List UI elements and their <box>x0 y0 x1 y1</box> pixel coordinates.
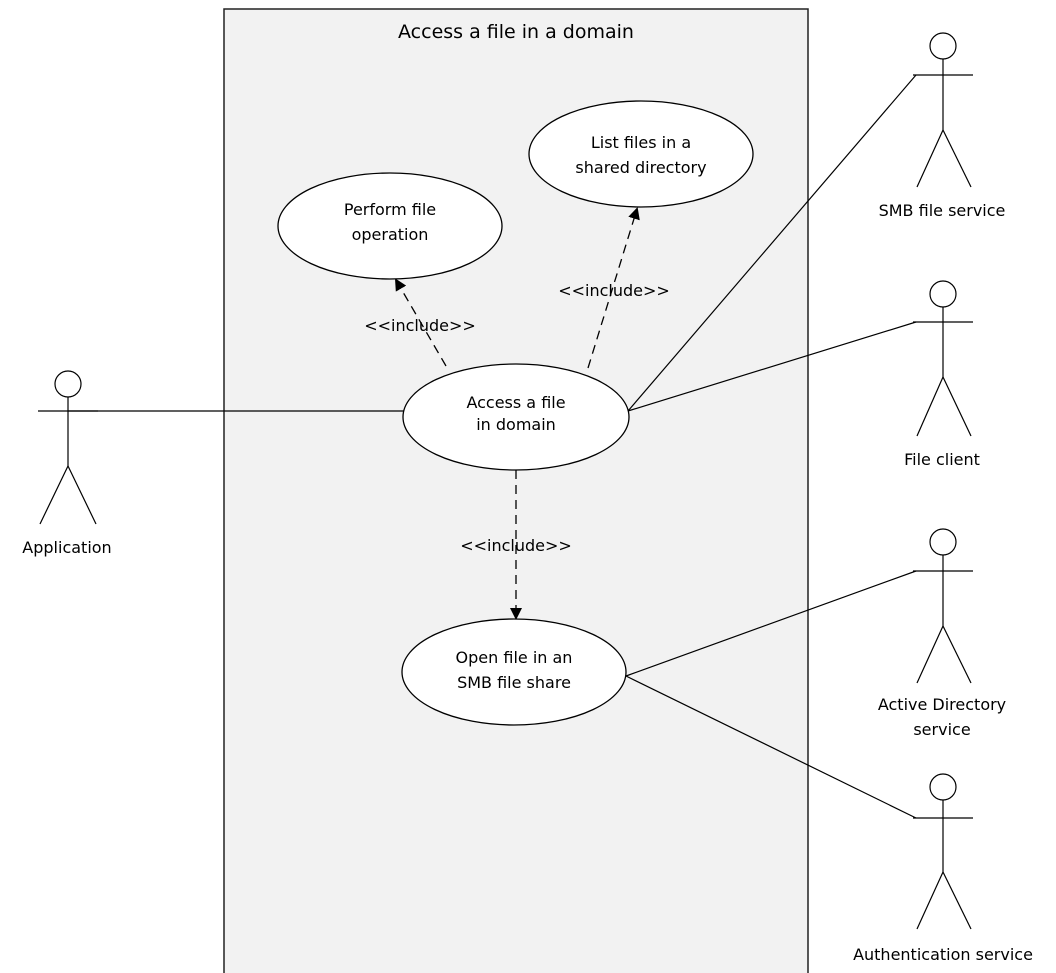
use-case-list-files-line2: shared directory <box>575 158 706 177</box>
actor-ad-service-line2: service <box>913 720 970 739</box>
use-case-open-line2: SMB file share <box>457 673 571 692</box>
use-case-perform-file-operation[interactable]: Perform file operation <box>277 172 503 280</box>
actor-active-directory-service[interactable]: Active Directory service <box>878 528 1006 739</box>
actor-file-client-label: File client <box>904 450 980 469</box>
system-title: Access a file in a domain <box>398 21 634 43</box>
use-case-perform-line2: operation <box>352 225 429 244</box>
use-case-access-line1: Access a file <box>466 393 565 412</box>
stick-figure-icon <box>38 370 98 525</box>
actor-file-client[interactable]: File client <box>904 280 980 469</box>
actor-authentication-service[interactable]: Authentication service <box>853 773 1033 964</box>
use-case-access-line2: in domain <box>476 415 556 434</box>
actor-authentication-service-label: Authentication service <box>853 945 1033 964</box>
use-case-access-file-in-domain[interactable]: Access a file in domain <box>402 363 630 471</box>
include-label-perform: <<include>> <box>364 316 476 335</box>
use-case-list-files[interactable]: List files in a shared directory <box>528 100 754 208</box>
include-arrow-perform <box>394 278 447 367</box>
include-label-open: <<include>> <box>460 536 572 555</box>
actor-smb-file-service[interactable]: SMB file service <box>879 32 1006 220</box>
stick-figure-icon <box>913 528 973 684</box>
stick-figure-icon <box>913 773 973 930</box>
include-arrow-list <box>587 207 640 369</box>
association-access-file-client <box>627 321 917 412</box>
use-case-open-file-smb-share[interactable]: Open file in an SMB file share <box>401 618 627 726</box>
use-case-list-files-line1: List files in a <box>591 133 691 152</box>
association-access-smb-service <box>627 74 917 412</box>
actor-application[interactable]: Application <box>22 370 112 557</box>
stick-figure-icon <box>913 32 973 188</box>
use-case-perform-line1: Perform file <box>344 200 436 219</box>
stick-figure-icon <box>913 280 973 437</box>
actor-ad-service-line1: Active Directory <box>878 695 1006 714</box>
association-open-auth-service <box>625 675 917 819</box>
actor-smb-file-service-label: SMB file service <box>879 201 1006 220</box>
actor-application-label: Application <box>22 538 111 557</box>
association-open-ad-service <box>625 570 917 677</box>
use-case-open-line1: Open file in an <box>456 648 573 667</box>
include-label-list: <<include>> <box>558 281 670 300</box>
